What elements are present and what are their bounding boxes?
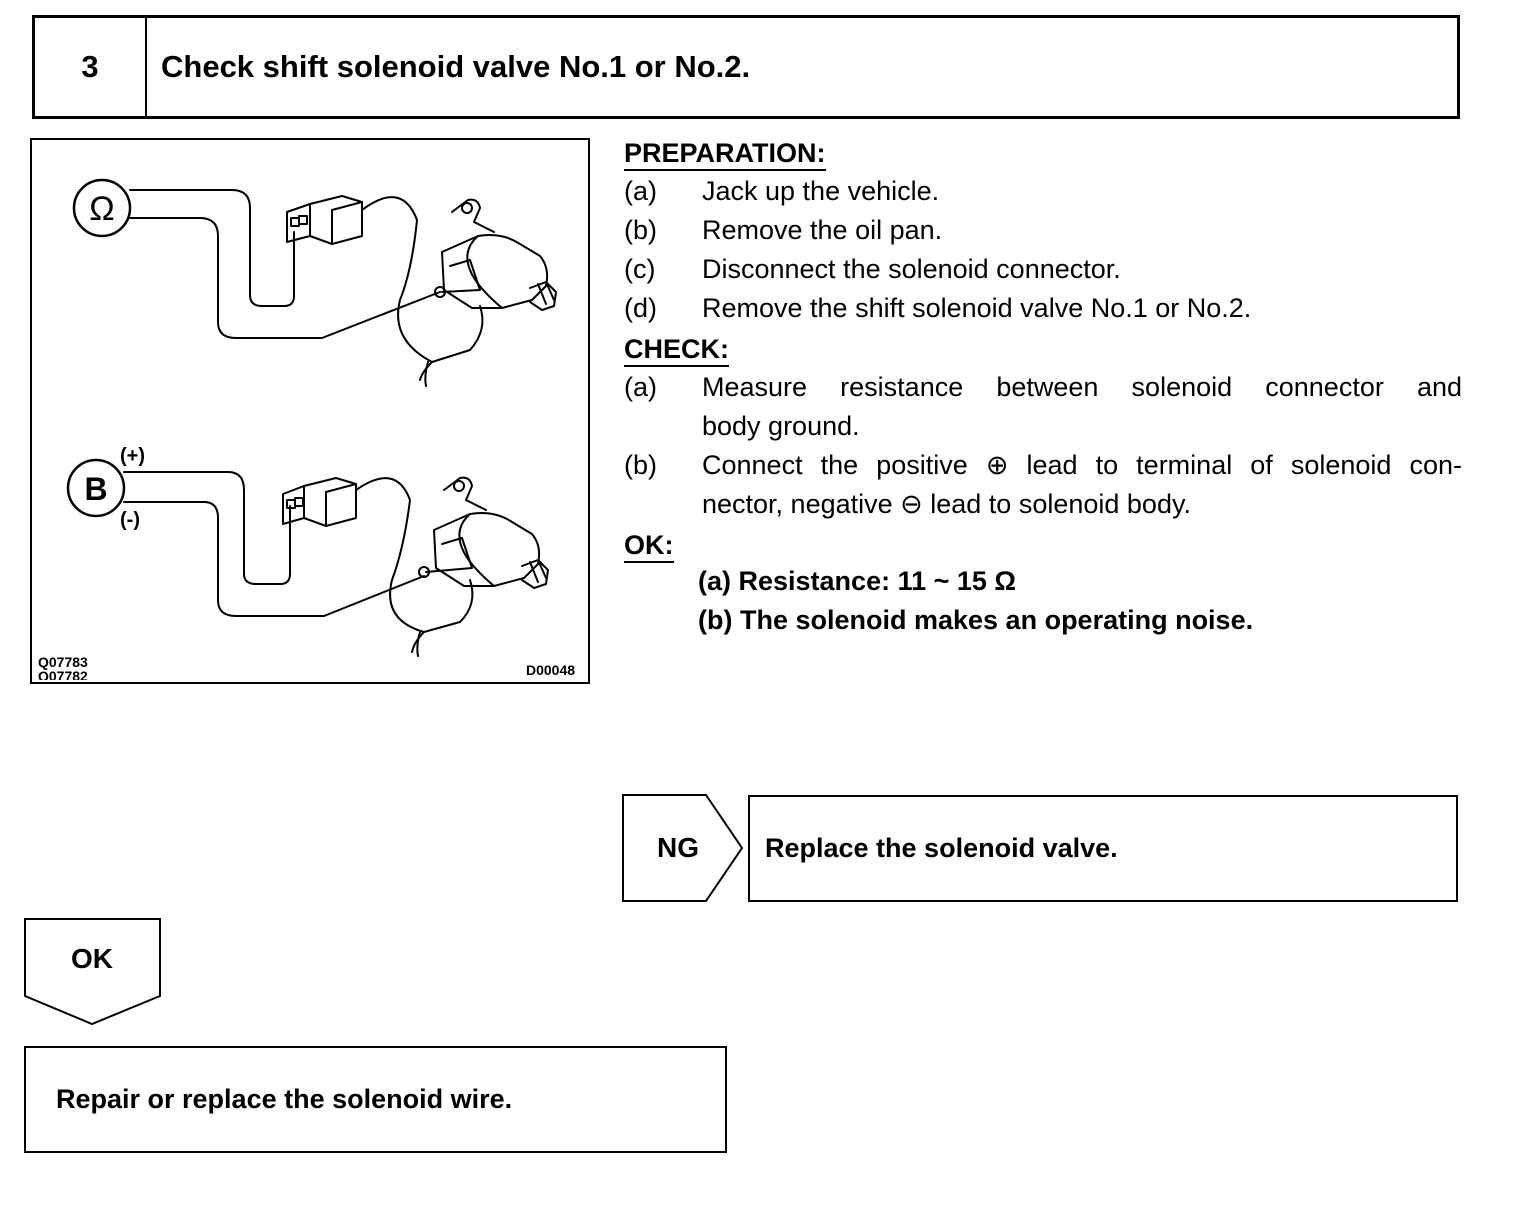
item-text: Jack up the vehicle. [702,176,940,206]
connector-icon [282,477,357,527]
ng-arrow-shape [622,794,744,902]
ohmmeter-lead-connector [129,189,295,307]
ohmmeter-icon: Ω [72,178,132,238]
item-label: (b) [624,450,657,480]
battery-symbol: B [84,471,107,507]
negative-label: (-) [120,509,140,531]
solenoid-valve-icon [434,198,557,311]
battery-icon: B [66,458,126,518]
item-label: (c) [624,254,656,284]
figure-code-left-2: Q07782 [38,668,88,680]
positive-label: (+) [120,445,145,467]
check-heading: CHECK: [624,334,729,367]
item-label: (b) [624,215,657,245]
ohm-symbol: Ω [89,190,114,228]
item-text-line2: nector, negative ⊖ lead to solenoid body… [702,489,1191,519]
connector-icon [286,195,363,245]
solenoid-wire [361,196,471,363]
figure-code-left-1: Q07783 [38,654,88,670]
ok-badge: OK [24,918,164,1033]
ng-label: NG [657,832,699,863]
ng-badge: NG [622,794,748,909]
figure-code-right: D00048 [526,662,576,678]
item-text-line1: Measure resistance between solenoid conn… [702,372,1462,402]
step-title: Check shift solenoid valve No.1 or No.2. [161,49,751,84]
ok-label: OK [71,943,113,974]
ng-result-box: Replace the solenoid valve. [748,795,1458,902]
ok-spec-item: (a) Resistance: 11 ~ 15 Ω [698,566,1017,596]
step-header: 3 Check shift solenoid valve No.1 or No.… [32,15,1460,119]
item-text-line2: body ground. [702,411,860,441]
ok-arrow-shape [24,918,161,1026]
solenoid-test-illustration: Ω [30,138,590,684]
item-text: Remove the oil pan. [702,215,943,245]
step-number: 3 [35,18,147,116]
positive-lead [123,471,291,585]
item-text: Disconnect the solenoid connector. [702,254,1121,284]
negative-lead [123,501,425,617]
ok-result-box: Repair or replace the solenoid wire. [24,1046,727,1153]
item-label: (d) [624,293,657,323]
solenoid-wire [355,477,461,633]
solenoid-valve-icon [418,476,549,589]
item-label: (a) [624,372,657,402]
preparation-heading: PREPARATION: [624,138,826,171]
item-text-line1: Connect the positive ⊕ lead to terminal … [702,450,1462,480]
ok-spec-item: (b) The solenoid makes an operating nois… [698,605,1254,635]
item-label: (a) [624,176,657,206]
wiring-diagram: Ω [66,178,557,657]
item-text: Remove the shift solenoid valve No.1 or … [702,293,1252,323]
ohmmeter-lead-body [129,217,441,339]
ok-spec-heading: OK: [624,530,674,563]
